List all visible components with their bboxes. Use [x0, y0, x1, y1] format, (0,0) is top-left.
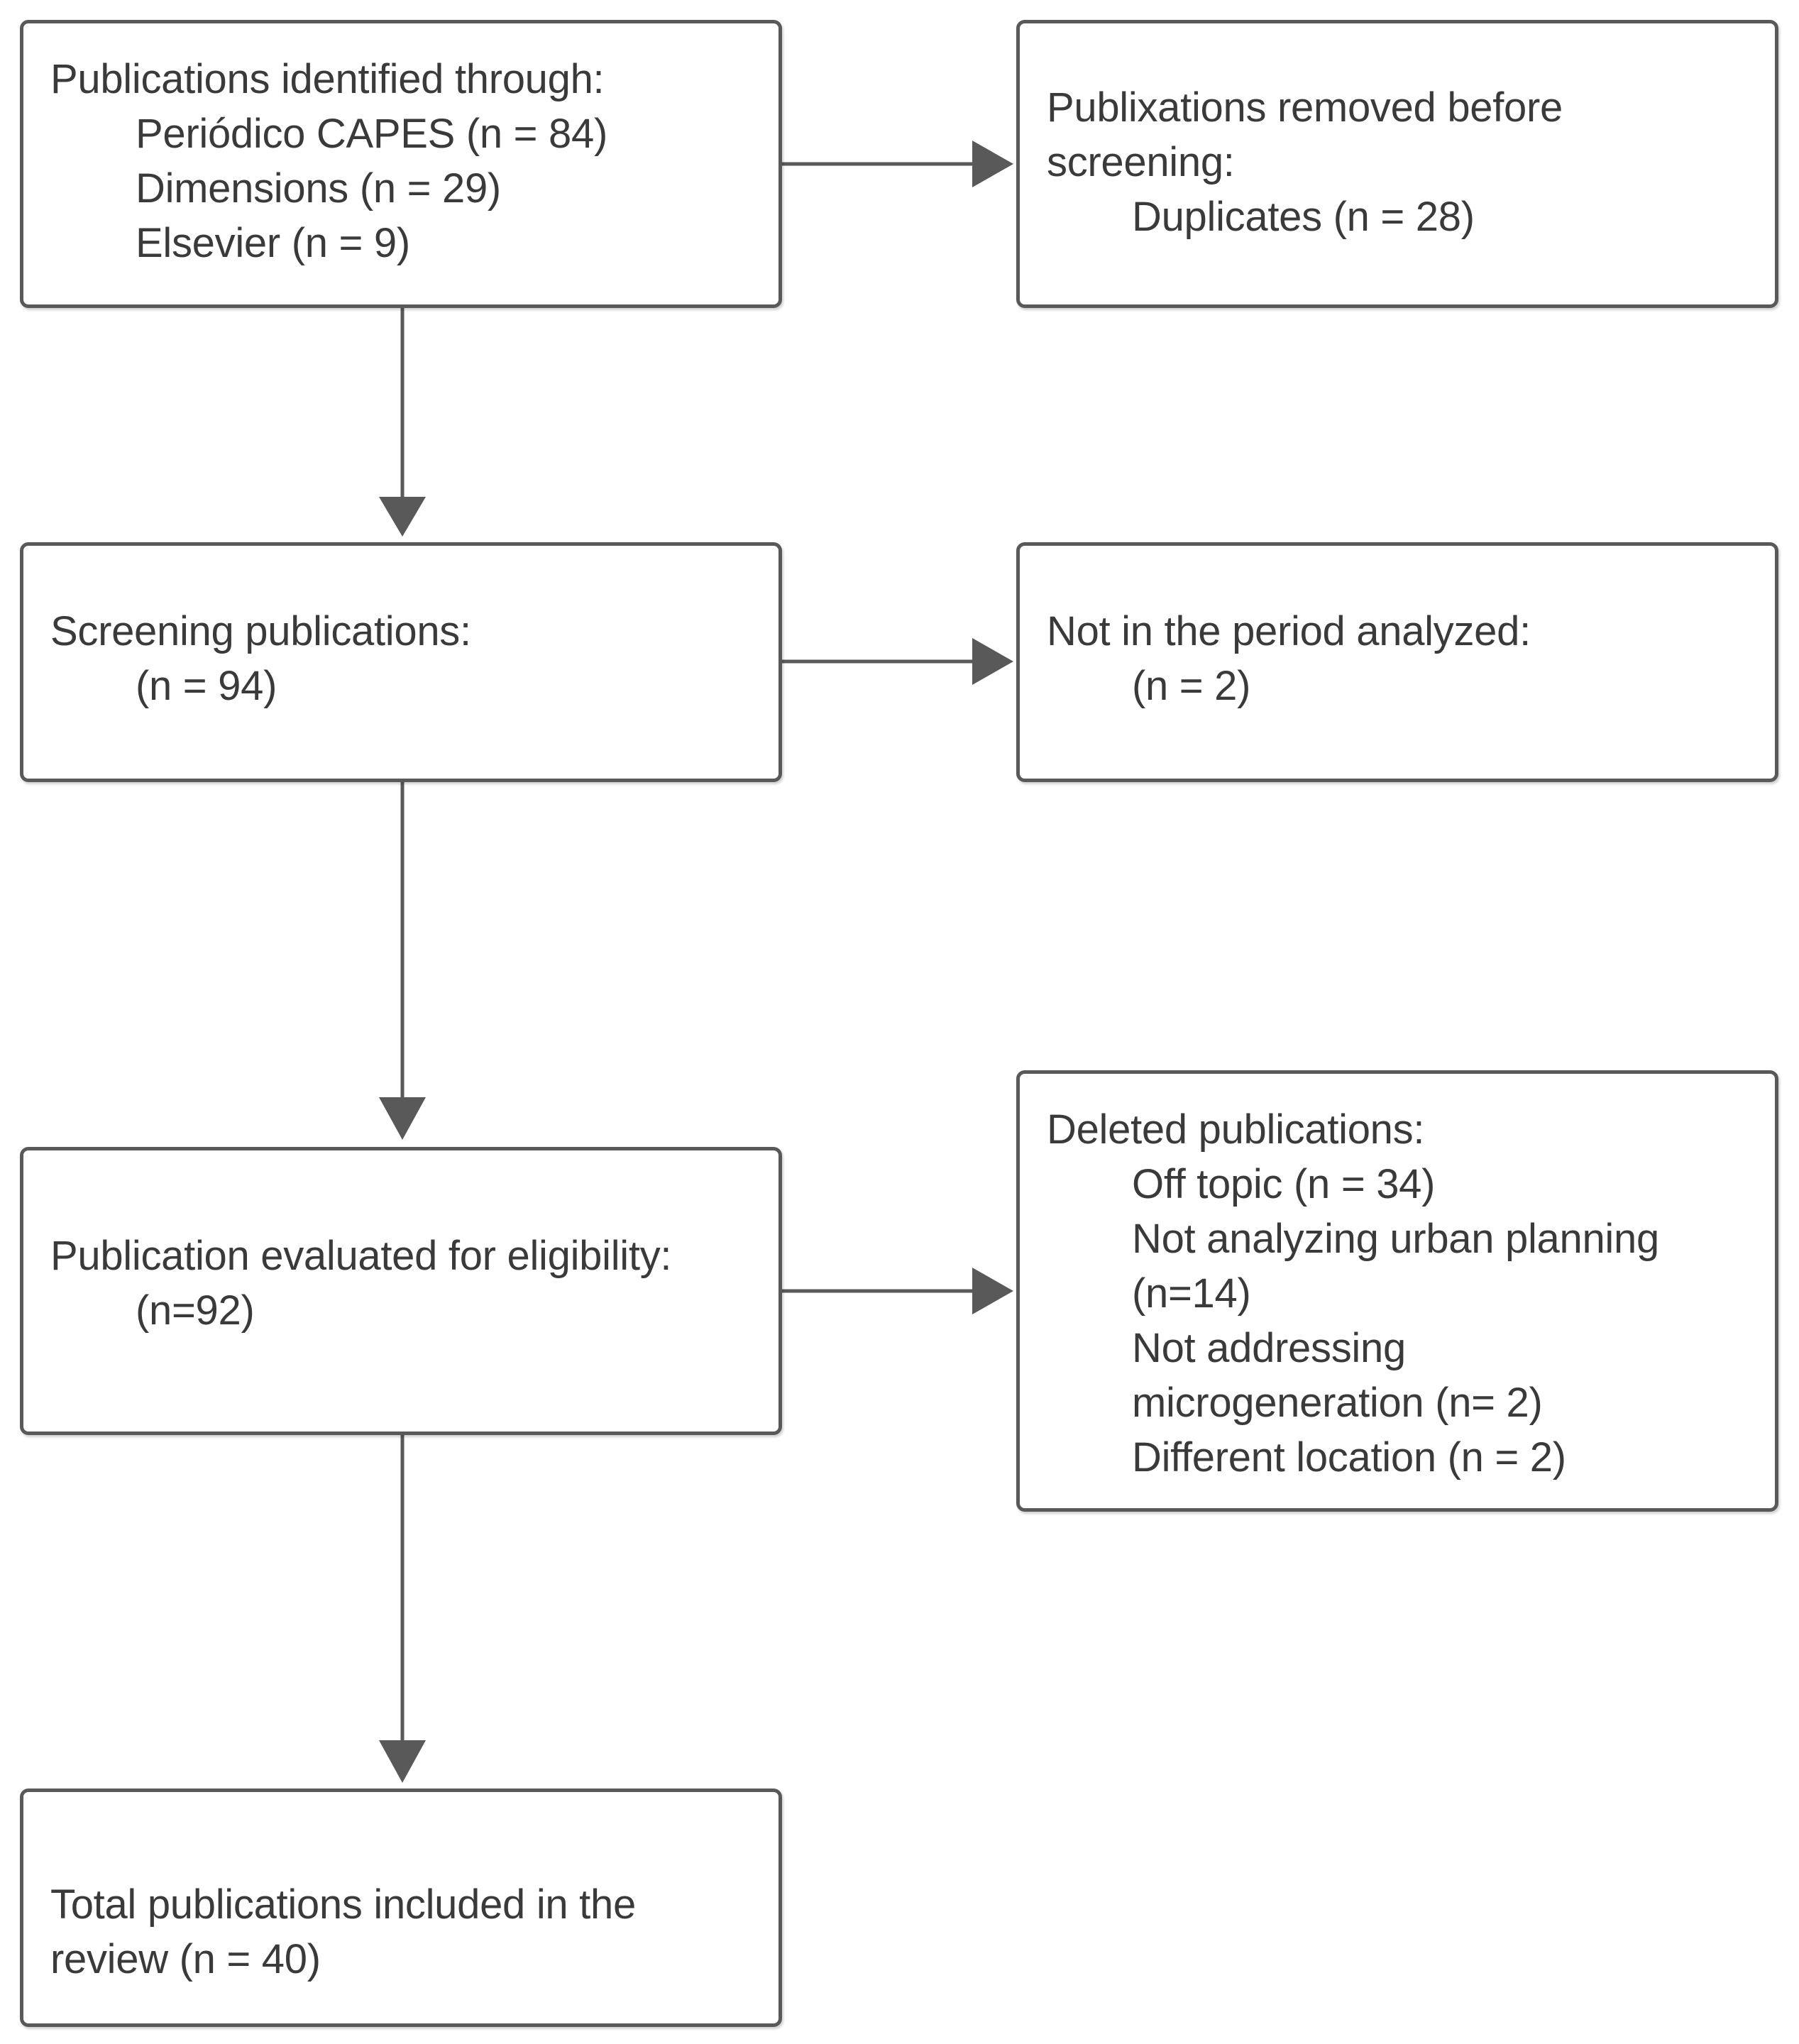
eligibility-box: Publication evaluated for eligibility: (… — [20, 1147, 782, 1435]
period-count: (n = 2) — [1132, 663, 1251, 709]
removed-duplicates: Duplicates (n = 28) — [1132, 194, 1475, 240]
identification-title: Publications identified through: — [50, 56, 605, 102]
removed-title-line2: screening: — [1047, 139, 1235, 185]
included-line1: Total publications included in the — [50, 1881, 636, 1928]
screening-count: (n = 94) — [136, 663, 277, 709]
arrow-screening-to-eligibility — [379, 781, 426, 1140]
deleted-box: Deleted publications: Off topic (n = 34)… — [1016, 1070, 1778, 1512]
deleted-not-urban-planning: Not analyzing urban planning — [1132, 1216, 1659, 1262]
included-line2: review (n = 40) — [50, 1936, 321, 1982]
arrow-screening-to-period — [781, 638, 1013, 685]
source-dimensions: Dimensions (n = 29) — [136, 165, 501, 211]
deleted-off-topic: Off topic (n = 34) — [1132, 1161, 1436, 1207]
period-title: Not in the period analyzed: — [1047, 608, 1531, 654]
deleted-title: Deleted publications: — [1047, 1106, 1425, 1153]
identification-box: Publications identified through: Periódi… — [20, 20, 782, 308]
deleted-microgeneration: microgeneration (n= 2) — [1132, 1380, 1543, 1426]
eligibility-title: Publication evaluated for eligibility: — [50, 1233, 672, 1279]
source-periodico-capes: Periódico CAPES (n = 84) — [136, 111, 607, 157]
arrow-identification-to-screening — [379, 307, 426, 537]
removed-title-line1: Publixations removed before — [1047, 84, 1563, 131]
deleted-different-location: Different location (n = 2) — [1132, 1434, 1566, 1480]
screening-title: Screening publications: — [50, 608, 471, 654]
period-box: Not in the period analyzed: (n = 2) — [1016, 542, 1778, 782]
deleted-not-addressing: Not addressing — [1132, 1325, 1406, 1371]
eligibility-count: (n=92) — [136, 1287, 255, 1334]
removed-box: Publixations removed before screening: D… — [1016, 20, 1778, 308]
arrow-identification-to-removed — [781, 141, 1013, 187]
source-elsevier: Elsevier (n = 9) — [136, 220, 410, 266]
deleted-not-urban-planning-count: (n=14) — [1132, 1270, 1251, 1317]
arrow-eligibility-to-included — [379, 1434, 426, 1783]
included-box: Total publications included in the revie… — [20, 1788, 782, 2027]
arrow-eligibility-to-deleted — [781, 1268, 1013, 1314]
screening-box: Screening publications: (n = 94) — [20, 542, 782, 782]
